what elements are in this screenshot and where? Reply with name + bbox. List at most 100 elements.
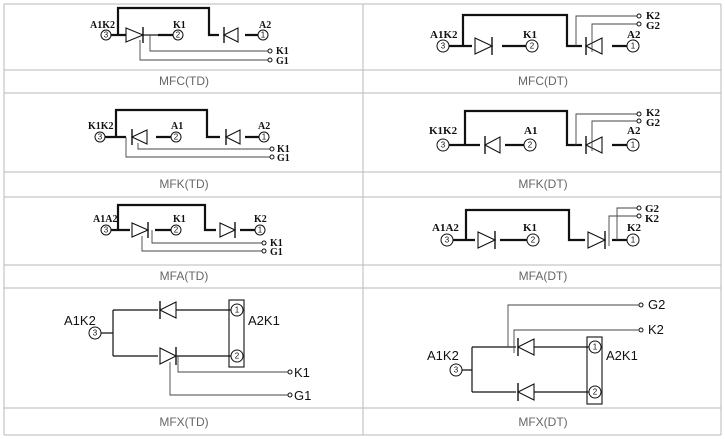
svg-text:2: 2 bbox=[593, 388, 598, 397]
gate-wire bbox=[575, 15, 637, 52]
panel-mfc-dt: A1K2 K1 A2 K2 G2 3 2 1 MFC(DT) bbox=[430, 10, 661, 88]
terminal-label-a2k1: A2K1 bbox=[248, 313, 280, 328]
svg-text:2: 2 bbox=[174, 133, 179, 142]
svg-text:1: 1 bbox=[593, 343, 598, 352]
pin-terminal: 2 bbox=[170, 131, 182, 143]
gate-wire bbox=[169, 356, 288, 396]
terminal-label-k2: K2 bbox=[254, 214, 267, 225]
terminal-label-a1: A1 bbox=[524, 125, 537, 137]
terminal-label-k1k2: K1K2 bbox=[429, 125, 458, 137]
pin-terminal bbox=[636, 118, 642, 124]
gate-wire bbox=[575, 113, 637, 151]
pin-terminal: 2 bbox=[172, 29, 184, 41]
gate-wire bbox=[608, 207, 637, 246]
pin-terminal: 1 bbox=[230, 303, 244, 317]
panel-caption: MFK(TD) bbox=[159, 177, 208, 191]
terminal-label-a2: A2 bbox=[627, 29, 641, 41]
svg-text:2: 2 bbox=[174, 226, 179, 235]
terminal-label-a2k1: A2K1 bbox=[606, 348, 638, 363]
svg-text:3: 3 bbox=[98, 133, 103, 142]
panel-caption: MFA(TD) bbox=[160, 269, 209, 283]
thyristor-symbol bbox=[584, 37, 603, 55]
pin-terminal: 1 bbox=[626, 39, 640, 53]
panel-caption: MFX(DT) bbox=[518, 415, 567, 429]
wire bbox=[101, 309, 231, 357]
pin-terminal: 2 bbox=[525, 39, 539, 53]
terminal-label-k1: K1 bbox=[523, 222, 537, 234]
svg-text:3: 3 bbox=[441, 141, 446, 150]
terminal-label-g1: G1 bbox=[294, 388, 311, 403]
svg-text:2: 2 bbox=[528, 141, 533, 150]
pin-terminal bbox=[636, 13, 642, 19]
svg-text:2: 2 bbox=[531, 236, 536, 245]
panel-mfk-td: K1K2 A1 A2 3 2 1 K1 G1 MFK(TD) bbox=[88, 108, 290, 191]
pin-terminal: 3 bbox=[436, 39, 450, 53]
panel-caption: MFA(DT) bbox=[519, 269, 568, 283]
pin-terminal: 1 bbox=[258, 131, 270, 143]
panel-caption: MFC(TD) bbox=[159, 74, 209, 88]
pin-terminal: 2 bbox=[588, 385, 602, 399]
terminal-label-k1: K1 bbox=[276, 46, 289, 57]
terminal-label-k1: K1 bbox=[294, 365, 310, 380]
terminal-label-k2: K2 bbox=[646, 10, 661, 22]
terminal-label-a1: A1 bbox=[171, 121, 183, 132]
svg-text:1: 1 bbox=[262, 133, 267, 142]
svg-text:2: 2 bbox=[235, 352, 240, 361]
thyristor-symbol bbox=[584, 136, 603, 154]
pin-terminal: 3 bbox=[449, 363, 463, 377]
pin-terminal bbox=[267, 57, 273, 63]
diode-symbol bbox=[158, 301, 177, 319]
terminal-label-a1k2: A1K2 bbox=[64, 313, 96, 328]
diode-symbol bbox=[219, 222, 237, 238]
svg-text:2: 2 bbox=[530, 42, 535, 51]
terminal-label-k1: K1 bbox=[277, 144, 290, 155]
panel-mfa-td: A1A2 K1 K2 3 2 1 K1 G1 MFA(TD) bbox=[93, 203, 283, 283]
thyristor-symbol bbox=[130, 129, 148, 145]
terminal-label-k1: K1 bbox=[173, 214, 186, 225]
pin-terminal: 1 bbox=[626, 138, 640, 152]
terminal-label-g1: G1 bbox=[276, 56, 289, 67]
module-terminal-block bbox=[586, 336, 603, 405]
pin-terminal: 1 bbox=[588, 340, 602, 354]
pin-terminal bbox=[636, 21, 642, 27]
diode-symbol bbox=[224, 129, 241, 145]
svg-text:3: 3 bbox=[454, 366, 459, 375]
svg-text:1: 1 bbox=[631, 141, 636, 150]
terminal-label-a2: A2 bbox=[258, 121, 270, 132]
wire bbox=[111, 6, 258, 37]
pin-terminal bbox=[636, 213, 642, 219]
pin-terminal: 3 bbox=[100, 29, 112, 41]
pin-terminal: 1 bbox=[254, 224, 266, 236]
terminal-label-k1: K1 bbox=[523, 29, 537, 41]
svg-text:3: 3 bbox=[441, 42, 446, 51]
terminal-label-a1k2: A1K2 bbox=[90, 20, 115, 31]
diode-symbol bbox=[474, 37, 494, 55]
pin-terminal: 2 bbox=[170, 224, 182, 236]
pin-terminal: 3 bbox=[440, 233, 454, 247]
wire bbox=[449, 109, 627, 147]
terminal-label-a1a2: A1A2 bbox=[432, 222, 459, 234]
pin-terminal: 3 bbox=[100, 224, 112, 236]
panel-caption: MFK(DT) bbox=[518, 177, 567, 191]
terminal-label-k2: K2 bbox=[645, 213, 660, 225]
terminal-label-k1: K1 bbox=[270, 238, 283, 249]
terminal-label-k1k2: K1K2 bbox=[88, 121, 114, 132]
terminal-label-a2: A2 bbox=[259, 20, 271, 31]
terminal-label-g1: G1 bbox=[277, 153, 290, 164]
thyristor-symbol bbox=[159, 347, 178, 365]
thyristor-symbol bbox=[516, 338, 535, 356]
diode-symbol bbox=[483, 136, 501, 154]
pin-terminal: 1 bbox=[257, 29, 269, 41]
module-terminal-block bbox=[228, 299, 245, 368]
table-grid bbox=[3, 3, 722, 436]
terminal-label-g2: G2 bbox=[646, 117, 661, 129]
panel-caption: MFC(DT) bbox=[518, 74, 568, 88]
pin-terminal bbox=[269, 146, 275, 152]
panel-mfc-td: A1K2 K1 A2 3 2 1 K1 G1 MFC(TD) bbox=[90, 6, 289, 88]
terminal-label-g2: G2 bbox=[645, 203, 660, 215]
terminal-label-g2: G2 bbox=[648, 297, 665, 312]
pin-terminal bbox=[287, 392, 293, 398]
gate-wire bbox=[141, 230, 262, 252]
gate-wire bbox=[139, 35, 268, 61]
